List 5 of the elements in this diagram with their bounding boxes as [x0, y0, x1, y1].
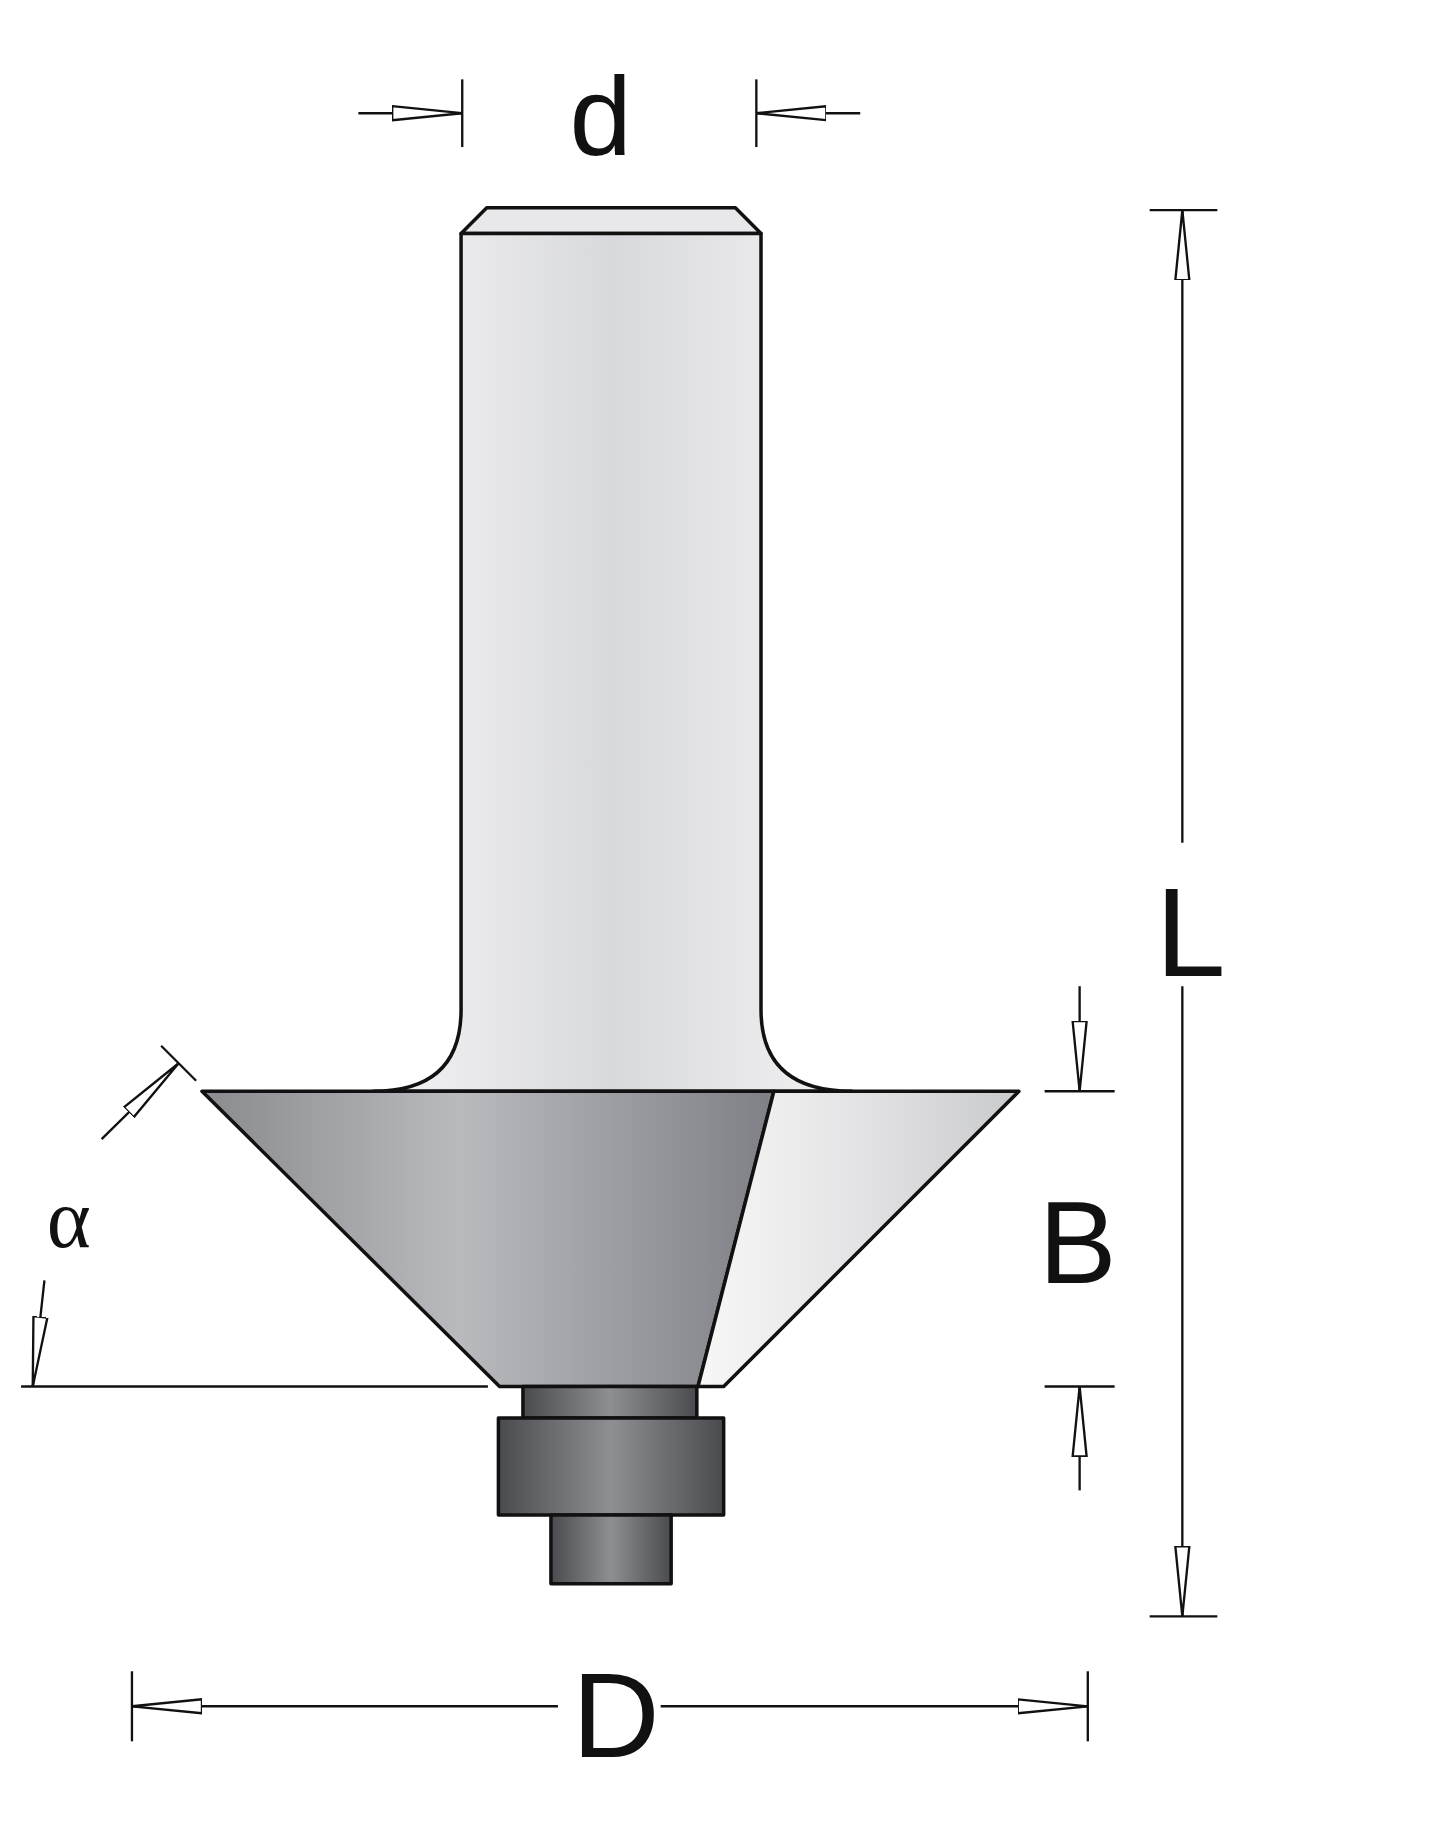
dimension-label: B — [1038, 1184, 1117, 1302]
dimension-label: d — [569, 60, 632, 173]
dimension-label: D — [571, 1655, 660, 1777]
dimension-label: L — [1155, 869, 1226, 996]
dimension-label: α — [46, 1176, 91, 1261]
